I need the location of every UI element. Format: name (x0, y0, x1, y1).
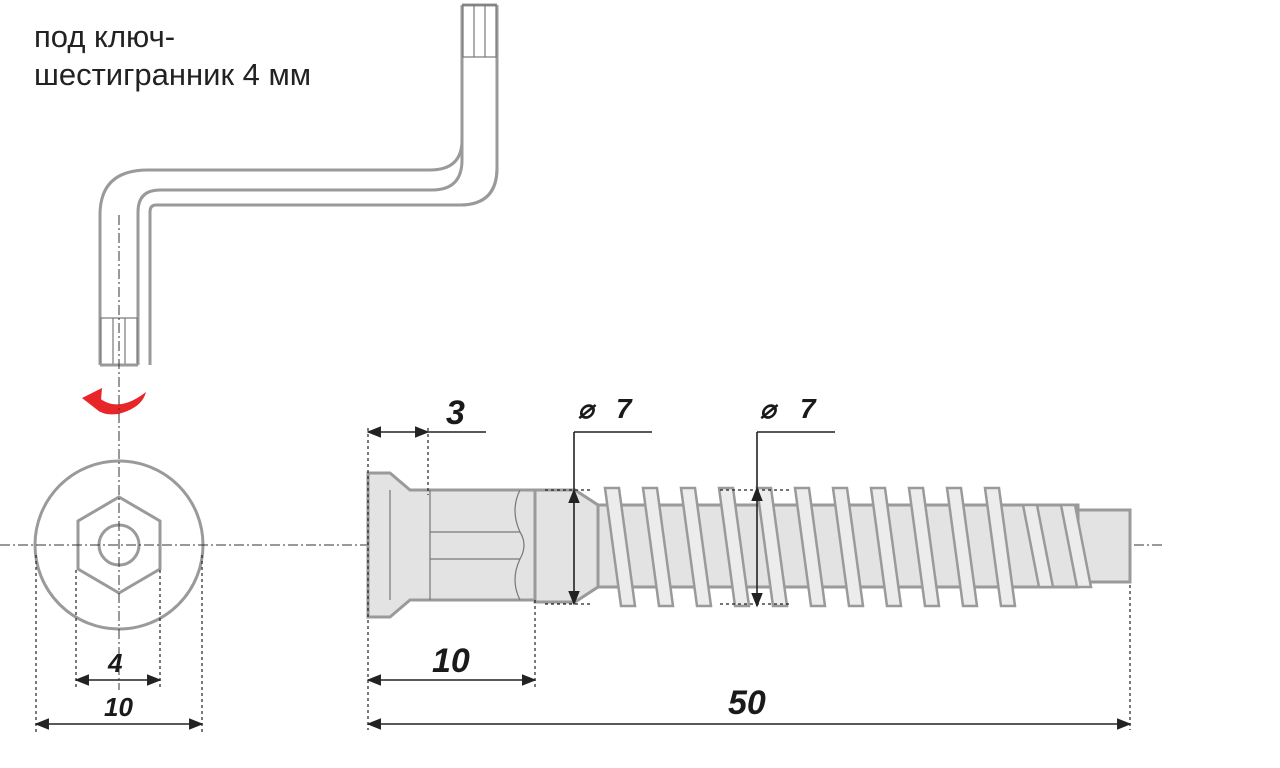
dim-thread-diameter: 7 (800, 393, 817, 424)
thread-flight (755, 486, 789, 608)
caption-line-1: под ключ- (34, 19, 176, 54)
hex-key-icon (98, 3, 499, 367)
caption-line-2: шестигранник 4 мм (34, 57, 312, 92)
thread-flight (641, 486, 675, 608)
dim-hex-size: 4 (107, 648, 123, 678)
screw-side-view (366, 471, 1132, 619)
dim-thread-diameter-symbol: ⌀ (760, 394, 779, 424)
dim-collar-length: 10 (432, 642, 470, 680)
dim-collar-diameter-symbol: ⌀ (578, 394, 597, 424)
thread-flight (717, 486, 751, 608)
thread-flight (679, 486, 713, 608)
dim-collar-diameter: 7 (616, 393, 633, 424)
thread-flight (793, 486, 827, 608)
thread-flight (945, 486, 979, 608)
wrench-caption: под ключ- шестигранник 4 мм (34, 18, 311, 94)
thread-flight (983, 486, 1017, 608)
dim-head-depth: 3 (446, 394, 465, 432)
dim-total-length: 50 (728, 684, 766, 722)
thread-flight (869, 486, 903, 608)
thread-flight (907, 486, 941, 608)
thread-flight (603, 486, 637, 608)
rotation-arrow-icon (82, 388, 146, 415)
thread-flight (1021, 503, 1055, 589)
thread-flight (831, 486, 865, 608)
dim-head-diameter: 10 (104, 692, 133, 722)
thread-flight (1059, 503, 1093, 589)
